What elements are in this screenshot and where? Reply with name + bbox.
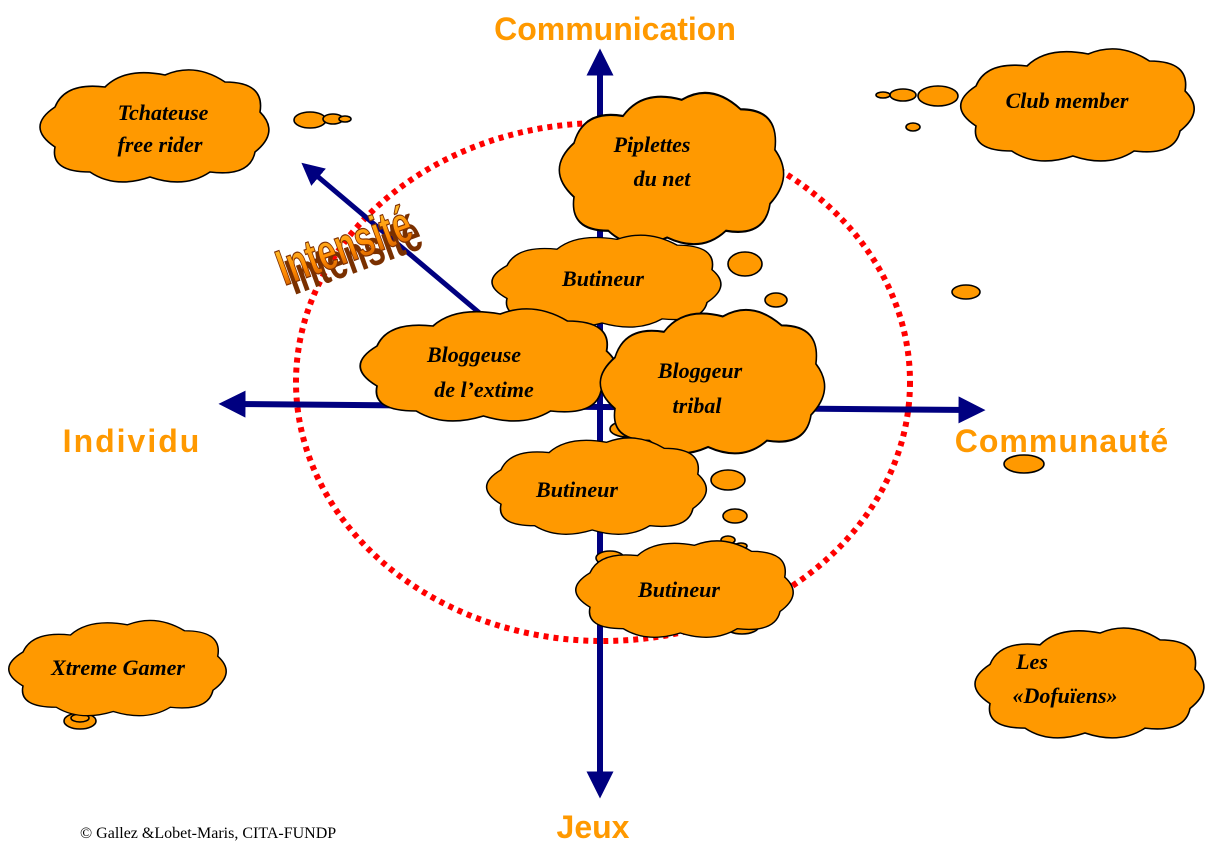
- bubble: [875, 91, 891, 99]
- cloud-label-line1: Butineur: [561, 266, 644, 291]
- cloud-shape: [39, 69, 270, 183]
- bubble: [338, 115, 352, 123]
- cloud-shape: [8, 619, 227, 717]
- dotted-circle: [293, 120, 913, 644]
- cloud-bloggeur: Bloggeur tribal: [599, 308, 826, 455]
- cloud-shape: [974, 627, 1205, 739]
- cloud-label-line1: Butineur: [637, 577, 720, 602]
- cloud-label-line1: Butineur: [535, 477, 618, 502]
- cloud-label-line2: tribal: [673, 393, 723, 418]
- bubble: [951, 284, 981, 300]
- bubble: [710, 469, 746, 491]
- cloud-shape: [575, 540, 794, 638]
- cloud-label-line1: Xtreme Gamer: [50, 655, 185, 680]
- cloud-tchateuse: Tchateuse free rider: [39, 69, 270, 183]
- bubble: [722, 508, 748, 524]
- cloud-shape: [359, 308, 618, 422]
- horizontal-axis-arrow: [218, 390, 986, 424]
- cloud-label-line1: Bloggeur: [657, 358, 743, 383]
- cloud-bloggeuse: Bloggeuse de l’extime: [359, 308, 618, 422]
- bubble: [917, 85, 959, 107]
- cloud-label-line2: free rider: [118, 132, 203, 157]
- cloud-label-line2: de l’extime: [434, 377, 534, 402]
- bubble: [905, 122, 921, 132]
- cloud-dofuiens: Les «Dofuïens»: [974, 627, 1205, 739]
- cloud-shape: [959, 48, 1195, 162]
- bubble: [727, 251, 763, 277]
- cloud-shape: [485, 437, 707, 535]
- cloud-label-line1: Tchateuse: [118, 100, 209, 125]
- cloud-label-line2: «Dofuïens»: [1012, 683, 1117, 708]
- cloud-label-line1: Piplettes: [613, 132, 691, 157]
- cloud-butineur-mid: Butineur: [485, 437, 707, 535]
- cloud-label-line2: du net: [634, 166, 692, 191]
- cloud-butineur-low: Butineur: [575, 540, 794, 638]
- cloud-butineur-top: Butineur: [491, 234, 722, 328]
- cloud-label-line1: Les: [1015, 649, 1048, 674]
- cloud-xtreme-gamer: Xtreme Gamer: [8, 619, 227, 717]
- cloud-club-member: Club member: [959, 48, 1195, 162]
- axis-label-top: Communication: [494, 11, 736, 47]
- axis-label-left: Individu: [63, 423, 202, 459]
- cloud-label-line1: Bloggeuse: [426, 342, 521, 367]
- cloud-label-line1: Club member: [1006, 88, 1129, 113]
- bubble: [764, 292, 788, 308]
- bubble: [293, 111, 327, 129]
- cloud-piplettes: Piplettes du net: [558, 91, 785, 246]
- axis-label-bottom: Jeux: [557, 809, 630, 843]
- bubble: [889, 88, 917, 102]
- copyright-notice: © Gallez &Lobet-Maris, CITA-FUNDP: [80, 825, 336, 842]
- bubble: [1003, 454, 1045, 474]
- intensity-wordart: Intensité Intensité: [269, 196, 430, 307]
- axis-label-right: Communauté: [955, 423, 1169, 459]
